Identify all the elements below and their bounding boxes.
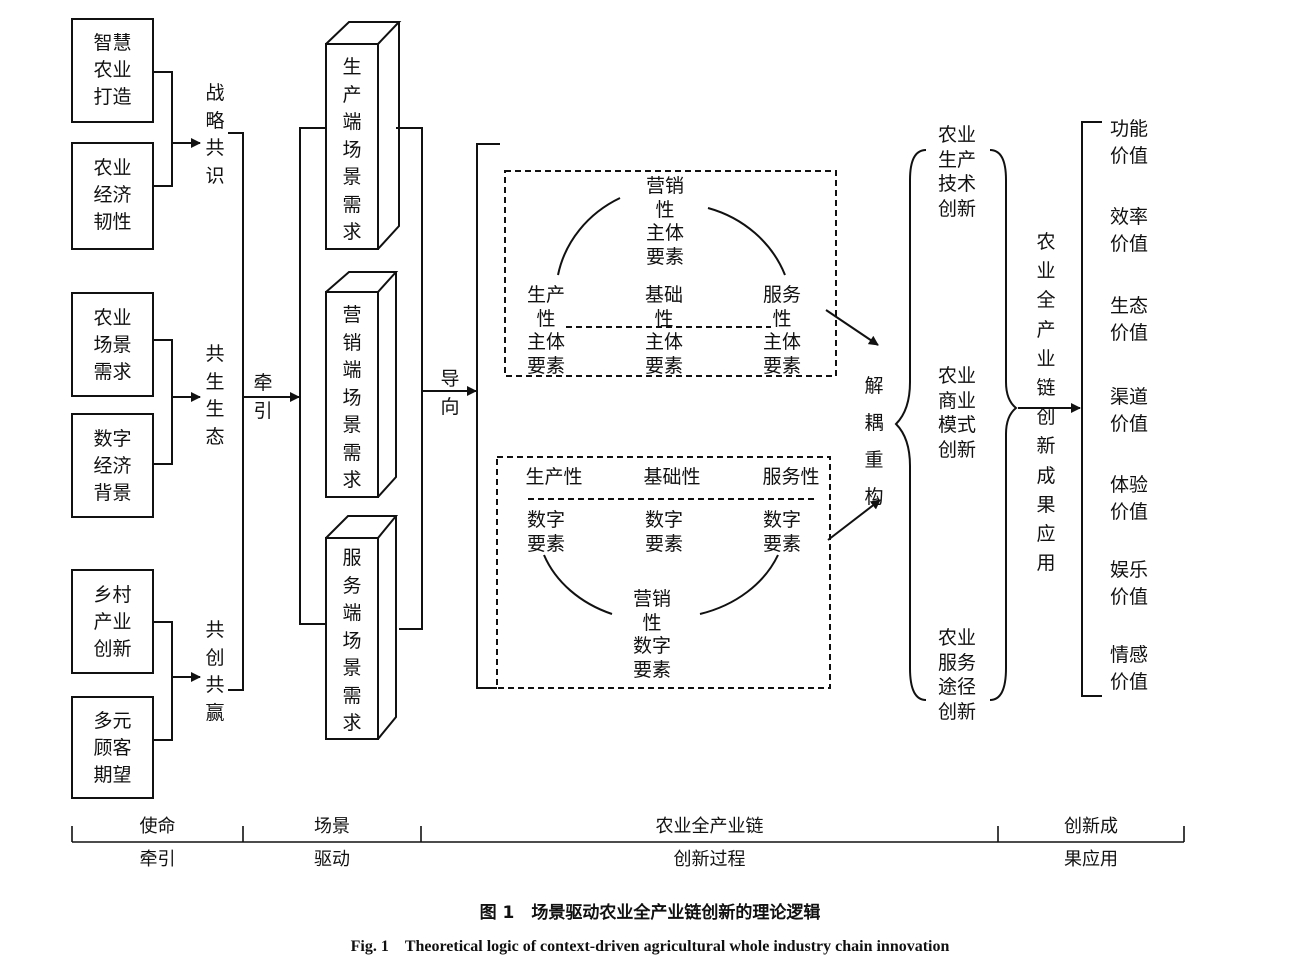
scene-box-3	[325, 515, 399, 740]
process-upper-box	[504, 170, 837, 377]
mission-bracket-3	[153, 621, 173, 741]
upper-center-element: 基础 性 主体 要素	[644, 284, 683, 377]
mission-box-text-3: 农业 场景 需求	[93, 307, 132, 383]
axis-label-top-1: 使命	[139, 816, 176, 837]
mission-bracket-1	[153, 71, 173, 187]
lower-center-element: 数字 要素	[644, 509, 683, 555]
axis-label-top-3: 农业全产业链	[655, 816, 764, 837]
process-bracket	[476, 143, 500, 689]
traction-bracket	[228, 132, 244, 691]
guide-label: 导 向	[440, 368, 460, 418]
mission-box-text-2: 农业 经济 韧性	[93, 157, 132, 233]
mission-box-text-4: 数字 经济 背景	[93, 428, 132, 504]
scene-box-text-3: 服 务 端 场 景 需 求	[342, 547, 362, 734]
mission-box-3	[71, 292, 154, 397]
scene-left-bracket	[299, 127, 326, 625]
value-entertainment: 娱乐 价值	[1109, 559, 1148, 608]
value-experience: 体验 价值	[1109, 474, 1148, 523]
axis-label-top-4: 创新成	[1064, 816, 1118, 837]
figure-caption-en: Fig. 1 Theoretical logic of context-driv…	[350, 938, 950, 955]
mission-box-1	[71, 18, 154, 123]
mission-box-6	[71, 696, 154, 799]
mission-box-text-1: 智慧 农业 打造	[93, 32, 132, 108]
axis-label-bottom-2: 驱动	[314, 849, 350, 870]
innovation-service-path: 农业 服务 途径 创新	[937, 627, 976, 723]
innovation-right-brace	[989, 149, 1018, 701]
lower-left-element: 数字 要素	[526, 509, 565, 555]
process-lower-box	[496, 456, 831, 689]
mission-box-2	[71, 142, 154, 250]
lower-header-center: 基础性	[643, 466, 701, 488]
upper-left-element: 生产 性 主体 要素	[526, 284, 565, 377]
scene-right-bracket	[396, 127, 423, 630]
mission-box-4	[71, 413, 154, 518]
value-ecology: 生态 价值	[1109, 295, 1148, 344]
lower-arc-left	[543, 554, 613, 615]
lower-header-left: 生产性	[525, 466, 583, 488]
axis-label-bottom-1: 牵引	[139, 849, 176, 870]
lower-arc-right	[699, 554, 779, 615]
scene-box-2	[325, 271, 399, 498]
mission-bracket-2	[153, 339, 173, 465]
upper-arc-right	[707, 207, 786, 276]
value-efficiency: 效率 价值	[1109, 206, 1148, 255]
traction-label: 牵 引	[253, 372, 273, 422]
scene-box-text-1: 生 产 端 场 景 需 求	[342, 56, 362, 243]
innovation-left-brace	[894, 149, 927, 701]
group-label-strategic-consensus: 战 略 共 识	[205, 82, 225, 187]
group-label-co-creation: 共 创 共 赢	[205, 619, 225, 724]
value-function: 功能 价值	[1109, 118, 1148, 167]
application-label: 农 业 全 产 业 链 创 新 成 果 应 用	[1036, 231, 1056, 575]
decouple-label: 解 耦 重 构	[864, 375, 884, 508]
lower-header-right: 服务性	[762, 466, 820, 488]
innovation-technology: 农业 生产 技术 创新	[937, 124, 976, 220]
scene-box-text-2: 营 销 端 场 景 需 求	[342, 304, 362, 491]
upper-top-element: 营销 性 主体 要素	[645, 175, 684, 268]
upper-arc-left	[557, 197, 621, 276]
axis-label-bottom-3: 创新过程	[673, 849, 746, 870]
lower-right-element: 数字 要素	[762, 509, 801, 555]
axis-label-bottom-4: 果应用	[1064, 849, 1118, 870]
lower-bottom-element: 营销 性 数字 要素	[632, 588, 671, 681]
mission-box-text-5: 乡村 产业 创新	[93, 584, 132, 660]
group-label-symbiotic-ecology: 共 生 生 态	[205, 343, 225, 448]
value-emotion: 情感 价值	[1109, 644, 1148, 693]
scene-box-1	[325, 21, 402, 250]
value-channel: 渠道 价值	[1109, 386, 1148, 435]
figure-caption-zh: 图 1 场景驱动农业全产业链创新的理论逻辑	[479, 903, 821, 923]
value-bracket	[1081, 121, 1102, 697]
upper-right-element: 服务 性 主体 要素	[762, 284, 801, 377]
innovation-business-model: 农业 商业 模式 创新	[937, 365, 976, 461]
axis-label-top-2: 场景	[314, 816, 350, 837]
mission-box-text-6: 多元 顾客 期望	[93, 710, 132, 786]
